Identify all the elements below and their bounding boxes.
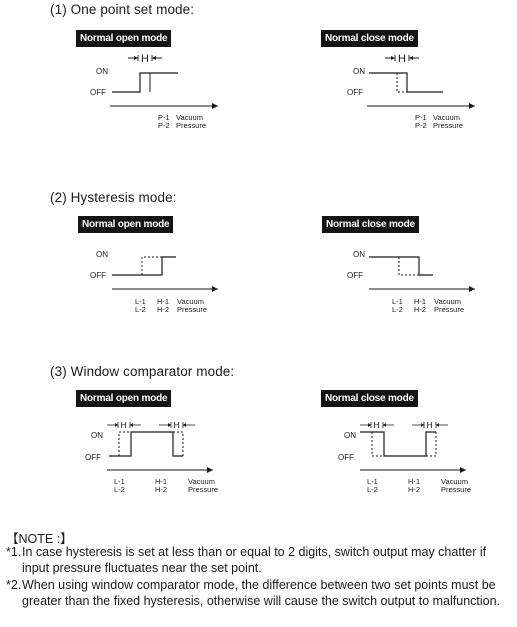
legend-h2: H-2 <box>157 305 169 314</box>
legend-h1: H-1 <box>414 297 426 306</box>
legend-pressure: Pressure <box>177 305 207 314</box>
legend-l2: L-2 <box>392 305 403 314</box>
legend-h1: H-1 <box>155 477 167 486</box>
off-label: OFF <box>347 271 363 280</box>
hysteresis-label: H <box>398 53 406 65</box>
section-title-window-comparator: (3) Window comparator mode: <box>50 364 235 379</box>
hysteresis-label: H <box>427 420 433 430</box>
legend-pressure: Pressure <box>434 305 464 314</box>
legend-h2: H-2 <box>408 485 420 494</box>
note-item-1: *1. In case hysteresis is set at less th… <box>6 545 511 576</box>
legend-l1: L-1 <box>367 477 378 486</box>
off-label: OFF <box>338 453 354 462</box>
legend-p1: P-1 <box>158 113 170 122</box>
normal-close-badge: Normal close mode <box>322 216 419 233</box>
legend-l1: L-1 <box>135 297 146 306</box>
legend-vacuum: Vacuum <box>177 297 204 306</box>
off-label: OFF <box>85 453 101 462</box>
window-normal-close-diagram: ON OFF H H L-1 L-2 H-1 H-2 Vacuum Pressu… <box>338 420 471 494</box>
legend-h1: H-1 <box>408 477 420 486</box>
on-label: ON <box>353 250 365 259</box>
hysteresis-normal-close-diagram: ON OFF L-1 L-2 H-1 H-2 Vacuum Pressure <box>347 250 475 314</box>
legend-p1: P-1 <box>415 113 427 122</box>
section-title-hysteresis: (2) Hysteresis mode: <box>50 190 177 205</box>
legend-l2: L-2 <box>114 485 125 494</box>
legend-vacuum: Vacuum <box>434 297 461 306</box>
hysteresis-label: H <box>121 420 127 430</box>
normal-open-badge: Normal open mode <box>76 30 172 47</box>
legend-pressure: Pressure <box>188 485 218 494</box>
note-marker: *2. <box>6 578 22 592</box>
legend-vacuum: Vacuum <box>188 477 215 486</box>
note-text: When using window comparator mode, the d… <box>22 578 501 608</box>
legend-p2: P-2 <box>158 121 170 130</box>
normal-open-badge: Normal open mode <box>78 216 174 233</box>
note-item-2: *2. When using window comparator mode, t… <box>6 578 511 609</box>
legend-p2: P-2 <box>415 121 427 130</box>
legend-l1: L-1 <box>114 477 125 486</box>
legend-l2: L-2 <box>367 485 378 494</box>
off-label: OFF <box>90 88 106 97</box>
hysteresis-label: H <box>174 420 180 430</box>
note-heading: 【NOTE :】 <box>6 532 73 546</box>
legend-pressure: Pressure <box>433 121 463 130</box>
on-label: ON <box>96 67 108 76</box>
on-label: ON <box>344 431 356 440</box>
hysteresis-label: H <box>374 420 380 430</box>
hysteresis-label: H <box>141 53 149 65</box>
legend-pressure: Pressure <box>441 485 471 494</box>
legend-vacuum: Vacuum <box>433 113 460 122</box>
on-label: ON <box>96 250 108 259</box>
legend-vacuum: Vacuum <box>441 477 468 486</box>
normal-close-badge: Normal close mode <box>321 30 418 47</box>
note-text: In case hysteresis is set at less than o… <box>22 545 487 575</box>
one-point-normal-open-diagram: ON OFF H P-1 P-2 Vacuum Pressure <box>90 53 218 130</box>
window-normal-open-diagram: ON OFF H H L-1 L-2 H-1 H-2 Vacuum Pressu… <box>85 420 218 494</box>
legend-vacuum: Vacuum <box>176 113 203 122</box>
legend-h1: H-1 <box>157 297 169 306</box>
on-label: ON <box>91 431 103 440</box>
note-marker: *1. <box>6 545 22 559</box>
on-label: ON <box>353 67 365 76</box>
legend-pressure: Pressure <box>176 121 206 130</box>
normal-open-badge: Normal open mode <box>76 390 172 407</box>
one-point-normal-close-diagram: ON OFF H P-1 P-2 Vacuum Pressure <box>347 53 475 130</box>
legend-h2: H-2 <box>414 305 426 314</box>
section-title-one-point: (1) One point set mode: <box>50 2 195 17</box>
legend-l2: L-2 <box>135 305 146 314</box>
hysteresis-normal-open-diagram: ON OFF L-1 L-2 H-1 H-2 Vacuum Pressure <box>90 250 218 314</box>
legend-l1: L-1 <box>392 297 403 306</box>
off-label: OFF <box>90 271 106 280</box>
normal-close-badge: Normal close mode <box>321 390 418 407</box>
legend-h2: H-2 <box>155 485 167 494</box>
off-label: OFF <box>347 88 363 97</box>
